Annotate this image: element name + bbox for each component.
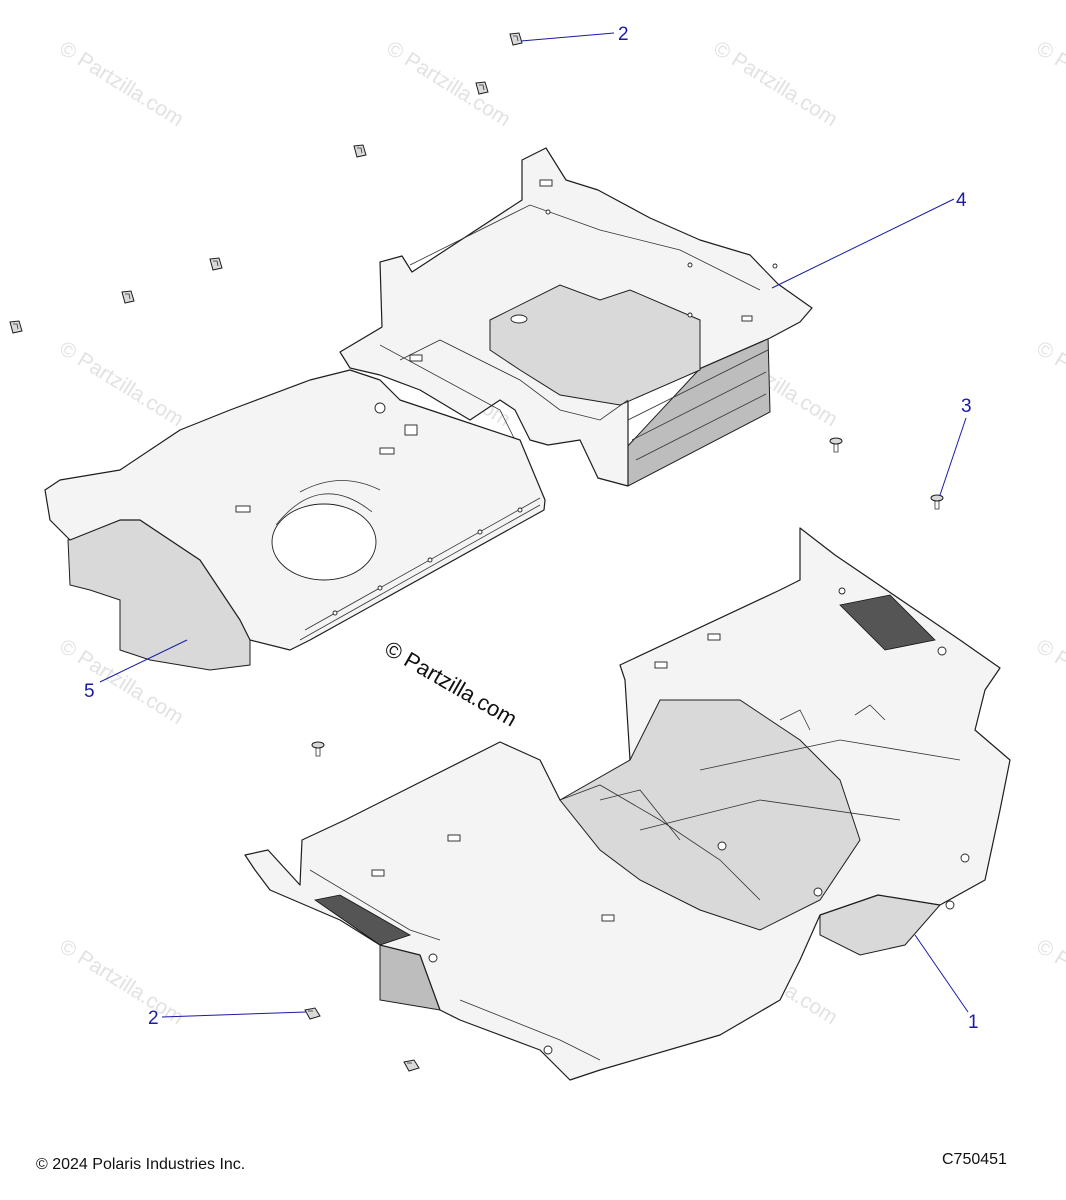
drawing-number: C750451 <box>942 1151 1007 1168</box>
leader-line <box>939 417 967 496</box>
rear-storage-tub <box>339 147 813 487</box>
center-watermark: © Partzilla.com <box>381 636 522 732</box>
clip-fasteners <box>9 32 523 1072</box>
watermark-text: © Partzilla.com <box>1032 337 1066 431</box>
watermark-text: © Partzilla.com <box>1032 935 1066 1029</box>
clip-fastener <box>509 32 523 46</box>
leader-line <box>520 32 615 42</box>
push-rivet <box>930 494 944 510</box>
callout-number: 5 <box>84 681 95 702</box>
clip-fastener <box>9 320 23 334</box>
callout-number: 2 <box>618 24 629 45</box>
leader-line <box>771 198 955 289</box>
callout-number: 1 <box>968 1012 979 1033</box>
copyright-notice: © 2024 Polaris Industries Inc. <box>36 1156 246 1173</box>
clip-fastener <box>121 290 135 304</box>
clip-fastener <box>475 81 489 95</box>
push-rivet <box>311 741 325 757</box>
push-rivets <box>311 437 944 757</box>
watermark-text: © Partzilla.com <box>1032 37 1066 131</box>
watermark-text: © Partzilla.com <box>55 37 187 131</box>
watermark-text: © Partzilla.com <box>55 935 187 1029</box>
callout-number: 3 <box>961 396 972 417</box>
callout-number: 2 <box>148 1008 159 1029</box>
clip-fastener <box>353 144 367 158</box>
front-floor-assembly <box>244 527 1011 1081</box>
clip-fastener <box>209 257 223 271</box>
watermark-text: © Partzilla.com <box>55 337 187 431</box>
callout-number: 4 <box>956 190 967 211</box>
push-rivet <box>829 437 843 453</box>
watermark-text: © Partzilla.com <box>709 37 841 131</box>
clip-fastener <box>304 1007 321 1020</box>
leader-line <box>914 934 969 1013</box>
clip-fastener <box>403 1059 420 1072</box>
watermark-text: © Partzilla.com <box>1032 635 1066 729</box>
leader-lines <box>99 32 969 1018</box>
callout-labels: 2 4 3 5 2 1 <box>84 24 979 1033</box>
leader-line <box>161 1011 307 1018</box>
watermark-text: © Partzilla.com <box>382 37 514 131</box>
leader-line <box>99 639 188 683</box>
rear-floor-panel <box>44 369 546 671</box>
